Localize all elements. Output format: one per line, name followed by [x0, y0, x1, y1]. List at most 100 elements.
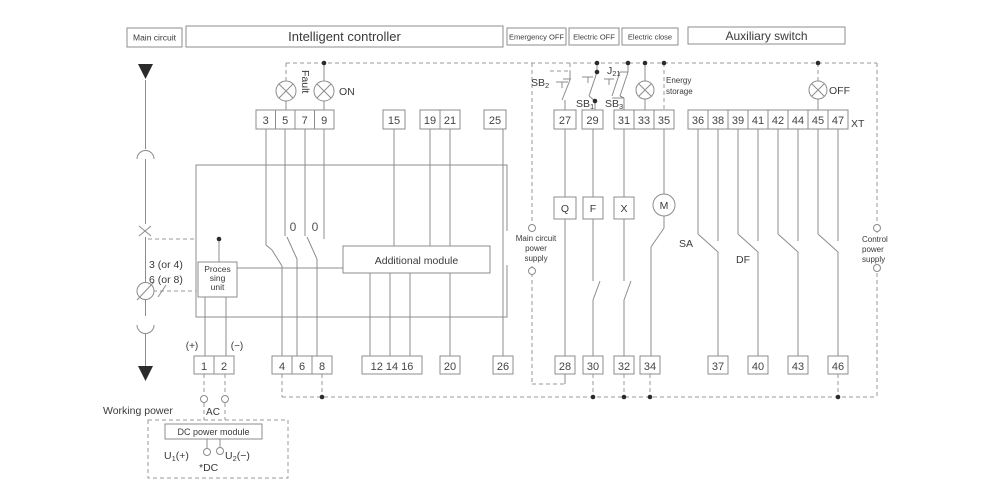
terminal-33: 33 — [638, 115, 650, 127]
terminal-19: 19 — [424, 115, 436, 127]
on-lamp-label: ON — [339, 86, 355, 98]
main-supply-label-line1: Main circuit — [516, 234, 557, 243]
drawout-contact-top-icon — [136, 150, 155, 160]
supply-taps — [506, 224, 907, 275]
sb2-emergency-button — [550, 70, 571, 110]
terminal-9: 9 — [321, 115, 327, 127]
processing-unit-label-line2: sing — [210, 273, 226, 283]
terminal-5: 5 — [282, 115, 288, 127]
terminal-43: 43 — [792, 361, 804, 373]
main-circuit-line — [136, 64, 167, 381]
energy-storage-label-line1: Energy — [666, 76, 691, 85]
terminal-6: 6 — [299, 361, 305, 373]
j21-label: J21 — [607, 65, 621, 78]
controller-internals — [195, 129, 508, 356]
component-labels: Fault ON OFF Energy storage SB2 SB1 SB3 … — [103, 65, 888, 474]
terminal-1: 1 — [201, 361, 207, 373]
auxiliary-switch-header-box — [687, 26, 846, 45]
working-power-label: Working power — [103, 405, 173, 417]
intelligent-controller-header: Intelligent controller — [288, 29, 401, 44]
main-circuit-header-box — [126, 27, 183, 48]
terminal-34: 34 — [644, 361, 656, 373]
intelligent-controller-header-box — [185, 25, 504, 48]
xt-label: XT — [851, 118, 865, 130]
emergency-off-header: Emergency OFF — [509, 33, 564, 42]
terminal-3: 3 — [263, 115, 269, 127]
off-lamp-label: OFF — [829, 85, 850, 97]
additional-module-box — [342, 245, 491, 274]
sb2-label: SB2 — [531, 77, 549, 90]
sb1-label: SB1 — [576, 98, 594, 111]
terminal-32: 32 — [618, 361, 630, 373]
sb3-label: SB3 — [605, 98, 623, 111]
terminal-46: 46 — [832, 361, 844, 373]
coil-circuits — [553, 129, 676, 384]
energy-storage-label-line2: storage — [666, 87, 693, 96]
terminal-30: 30 — [587, 361, 599, 373]
terminal-44: 44 — [792, 115, 804, 127]
terminal-26: 26 — [497, 361, 509, 373]
terminal-37: 37 — [712, 361, 724, 373]
intelligent-controller-box — [195, 164, 508, 318]
lamp-off — [808, 80, 828, 110]
plus-label: (+) — [186, 341, 199, 352]
terminal-20: 20 — [444, 361, 456, 373]
poles-label-a: 3 (or 4) — [149, 259, 183, 271]
drawout-contact-bottom-icon — [136, 324, 155, 334]
headers: Main circuit Intelligent controller Emer… — [126, 25, 846, 48]
outgoing-arrow-icon — [138, 366, 153, 381]
electric-close-header-box — [621, 27, 679, 46]
main-circuit-header: Main circuit — [133, 33, 177, 43]
terminal-row-bottom: 1 2 4 6 8 12 14 16 20 26 28 30 32 34 37 … — [193, 355, 849, 375]
working-power-circuit — [147, 374, 289, 479]
terminal-8: 8 — [319, 361, 325, 373]
terminal-2: 2 — [221, 361, 227, 373]
terminal-21: 21 — [444, 115, 456, 127]
terminal-39: 39 — [732, 115, 744, 127]
terminal-28: 28 — [559, 361, 571, 373]
terminal-31: 31 — [618, 115, 630, 127]
ac-label: AC — [206, 407, 220, 418]
dc-power-module-box — [164, 423, 263, 440]
processing-unit-label-line3: unit — [211, 282, 225, 292]
coil-f-label: F — [590, 203, 596, 215]
u1-label: U1(+) — [164, 450, 189, 463]
motor-m-label: M — [660, 200, 669, 212]
terminal-40: 40 — [752, 361, 764, 373]
terminal-29: 29 — [586, 115, 598, 127]
emergency-off-header-box — [506, 27, 567, 46]
processing-unit-box — [197, 261, 238, 298]
terminal-35: 35 — [658, 115, 670, 127]
lamp-fault — [275, 80, 297, 110]
electric-off-header: Electric OFF — [573, 33, 615, 42]
terminal-15: 15 — [388, 115, 400, 127]
contact-zero-label-1: 0 — [290, 220, 297, 234]
terminal-38: 38 — [712, 115, 724, 127]
coil-q-label: Q — [561, 203, 569, 215]
lamp-on — [313, 63, 335, 110]
electric-off-header-box — [568, 27, 620, 46]
dc-label: *DC — [199, 462, 219, 474]
u2-label: U2(−) — [225, 450, 250, 463]
terminal-45: 45 — [812, 115, 824, 127]
main-supply-label-line3: supply — [524, 254, 547, 263]
sa-label: SA — [679, 238, 693, 250]
terminal-row-top: 3 5 7 9 15 19 21 25 27 29 31 33 35 36 38… — [255, 109, 865, 130]
incoming-arrow-icon — [138, 64, 153, 79]
terminal-27: 27 — [559, 115, 571, 127]
terminal-25: 25 — [489, 115, 501, 127]
terminal-42: 42 — [772, 115, 784, 127]
junction-dots — [216, 60, 841, 400]
additional-module-label: Additional module — [375, 255, 459, 267]
contact-zero-label-2: 0 — [312, 220, 319, 234]
breaker-contact-icon — [138, 225, 152, 237]
dc-power-module-label: DC power module — [177, 427, 249, 437]
terminal-4: 4 — [279, 361, 285, 373]
terminal-47: 47 — [832, 115, 844, 127]
fault-lamp-label: Fault — [299, 70, 311, 93]
auxiliary-switch-header: Auxiliary switch — [725, 29, 807, 43]
auxiliary-contacts — [697, 129, 839, 356]
main-supply-label-line2: power — [525, 244, 547, 253]
